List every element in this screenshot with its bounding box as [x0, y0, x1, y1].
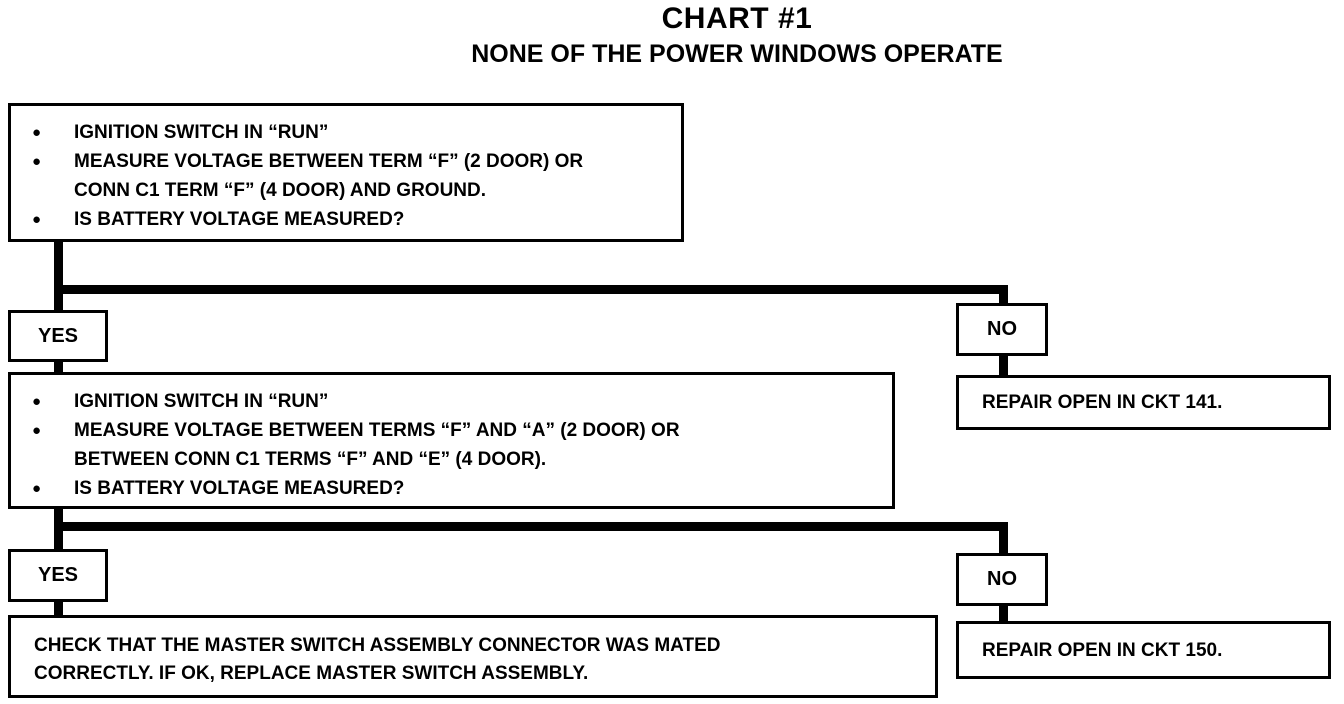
step1-box: IGNITION SWITCH IN “RUN” MEASURE VOLTAGE… [8, 103, 684, 242]
connector-step2-branch [54, 522, 1008, 531]
connector-step1-branch [54, 285, 1008, 294]
connector-step1-no-down [999, 353, 1008, 377]
step1-item: MEASURE VOLTAGE BETWEEN TERM “F” (2 DOOR… [11, 147, 681, 205]
step2-no-label: NO [956, 553, 1048, 606]
step2-item: IGNITION SWITCH IN “RUN” [11, 387, 892, 416]
step1-no-label: NO [956, 303, 1048, 356]
step2-yes-label: YES [8, 549, 108, 602]
step2-item: IS BATTERY VOLTAGE MEASURED? [11, 474, 892, 503]
step1-item: IGNITION SWITCH IN “RUN” [11, 118, 681, 147]
chart-subtitle: NONE OF THE POWER WINDOWS OPERATE [471, 40, 1003, 68]
connector-step2-no-drop [999, 522, 1008, 556]
connector-step1-down [54, 240, 63, 314]
step1-no-action: REPAIR OPEN IN CKT 141. [956, 375, 1331, 430]
chart-title: CHART #1 [661, 2, 813, 35]
connector-step2-no-down [999, 603, 1008, 623]
step2-yes-action: CHECK THAT THE MASTER SWITCH ASSEMBLY CO… [8, 615, 938, 698]
connector-step2-yes-down [54, 599, 63, 617]
connector-step1-no-drop [999, 285, 1008, 305]
step2-no-action: REPAIR OPEN IN CKT 150. [956, 621, 1331, 679]
step2-item: MEASURE VOLTAGE BETWEEN TERMS “F” AND “A… [11, 416, 892, 474]
connector-step1-yes-down [54, 359, 63, 374]
step1-item: IS BATTERY VOLTAGE MEASURED? [11, 205, 681, 234]
step2-box: IGNITION SWITCH IN “RUN” MEASURE VOLTAGE… [8, 372, 895, 509]
step1-yes-label: YES [8, 310, 108, 362]
